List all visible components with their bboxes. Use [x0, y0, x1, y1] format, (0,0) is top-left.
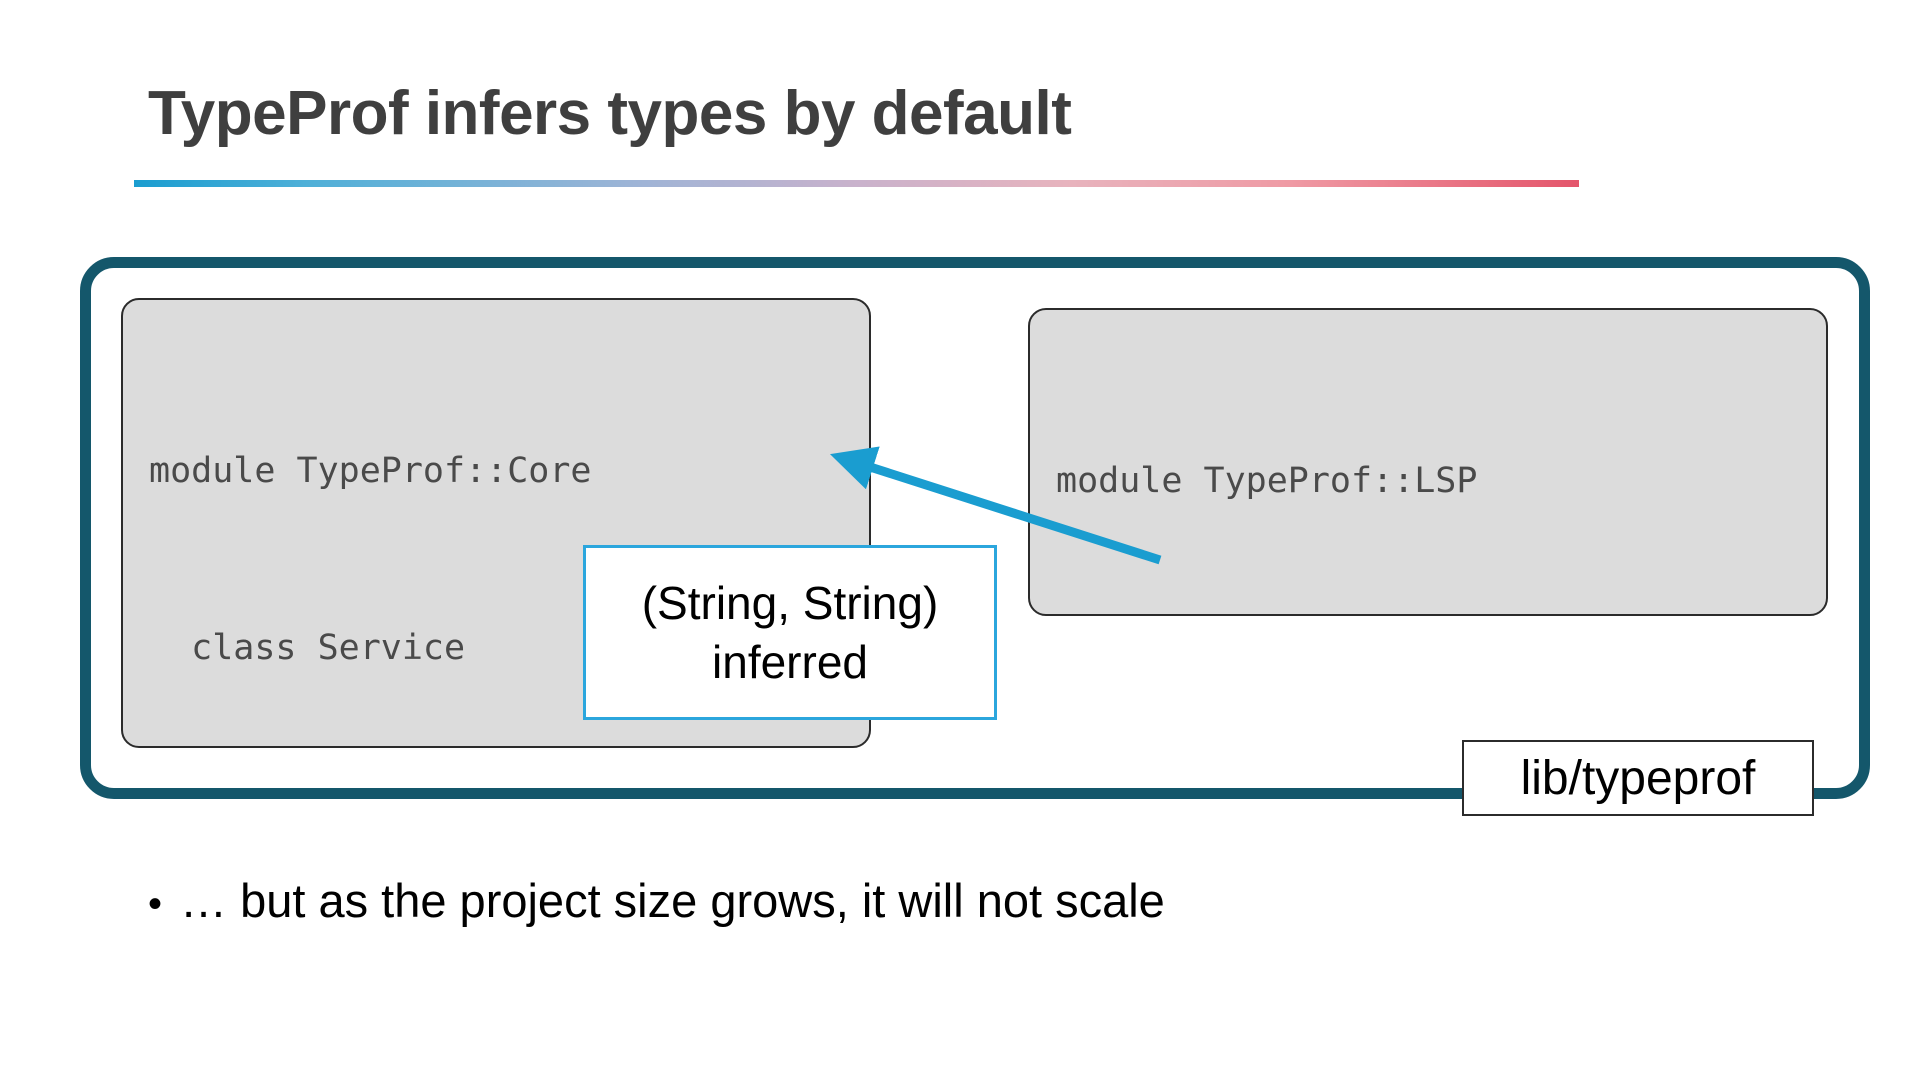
title-gradient-rule — [134, 180, 1579, 187]
bullet-text: … but as the project size grows, it will… — [180, 874, 1165, 927]
code-block-core: module TypeProf::Core class Service def … — [121, 298, 871, 748]
bullet-list-item: • … but as the project size grows, it wi… — [148, 873, 1165, 928]
lib-typeprof-text: lib/typeprof — [1520, 751, 1756, 805]
inferred-callout: (String, String) inferred — [583, 545, 997, 720]
code-block-lsp: module TypeProf::LSP serv = Core::Servic… — [1028, 308, 1828, 616]
code-line: class Service — [149, 628, 466, 668]
code-line: module TypeProf::Core — [149, 451, 592, 491]
callout-line-1: (String, String) — [641, 576, 939, 629]
code-line: module TypeProf::LSP — [1056, 461, 1478, 501]
bullet-marker-icon: • — [148, 882, 163, 926]
callout-line-2: inferred — [712, 635, 868, 688]
page-title: TypeProf infers types by default — [148, 79, 1072, 148]
lib-typeprof-label: lib/typeprof — [1462, 740, 1814, 816]
